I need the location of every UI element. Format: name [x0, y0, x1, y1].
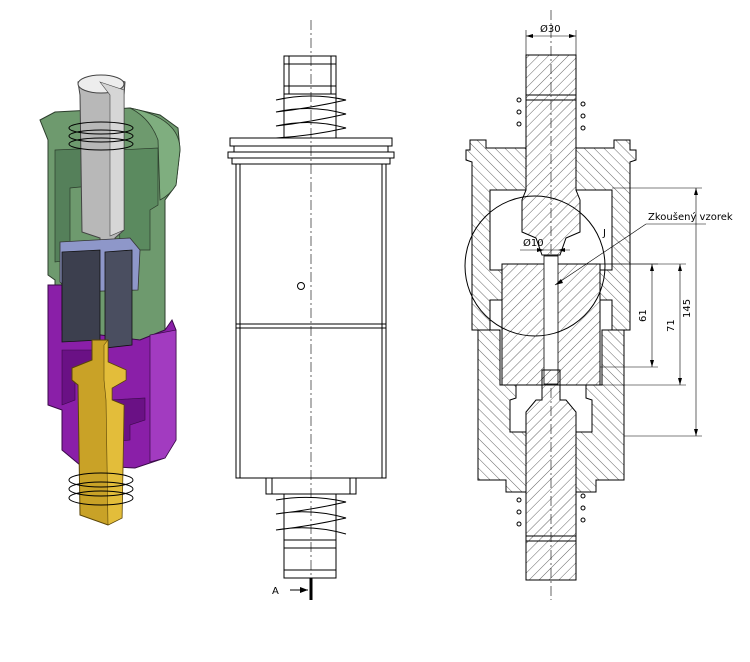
gold-pin [71, 339, 127, 526]
section-lower-housing-left [477, 329, 527, 493]
detail-circle-j [464, 195, 606, 337]
upper-spring [68, 121, 134, 151]
grey-rod [77, 74, 126, 251]
side-view: A [227, 20, 395, 600]
svg-text:61: 61 [638, 309, 649, 322]
sample-leader: Zkoušený vzorek [554, 211, 733, 286]
section-upper-housing-right [575, 139, 637, 331]
svg-text:Ø30: Ø30 [540, 23, 561, 35]
section-upper-spring-marks [516, 97, 586, 131]
cutaway-3d-view [39, 74, 181, 526]
svg-text:Ø10: Ø10 [523, 237, 544, 249]
side-lower-spring [275, 494, 347, 540]
section-lower-spring-marks [516, 493, 586, 527]
section-top-shaft [521, 54, 581, 256]
section-marker-a: A [272, 578, 313, 600]
dimension-diameter-10: Ø10 [520, 237, 570, 252]
section-label-a: A [272, 586, 279, 597]
lower-spring [68, 472, 134, 506]
svg-text:71: 71 [666, 319, 677, 332]
dimension-71: 71 [600, 263, 686, 386]
section-view: J Ø30 Ø10 Zkoušený vzorek [464, 10, 733, 600]
pin-hole-mark [297, 282, 305, 290]
section-bottom-pin [525, 369, 577, 581]
sample-label: Zkoušený vzorek [648, 211, 733, 223]
side-upper-spring [275, 94, 347, 139]
dark-sample-block [61, 249, 133, 349]
dimension-145: 145 [612, 187, 702, 437]
dimension-diameter-30: Ø30 [525, 23, 577, 55]
svg-text:145: 145 [682, 299, 693, 318]
detail-label-j: J [602, 228, 606, 239]
